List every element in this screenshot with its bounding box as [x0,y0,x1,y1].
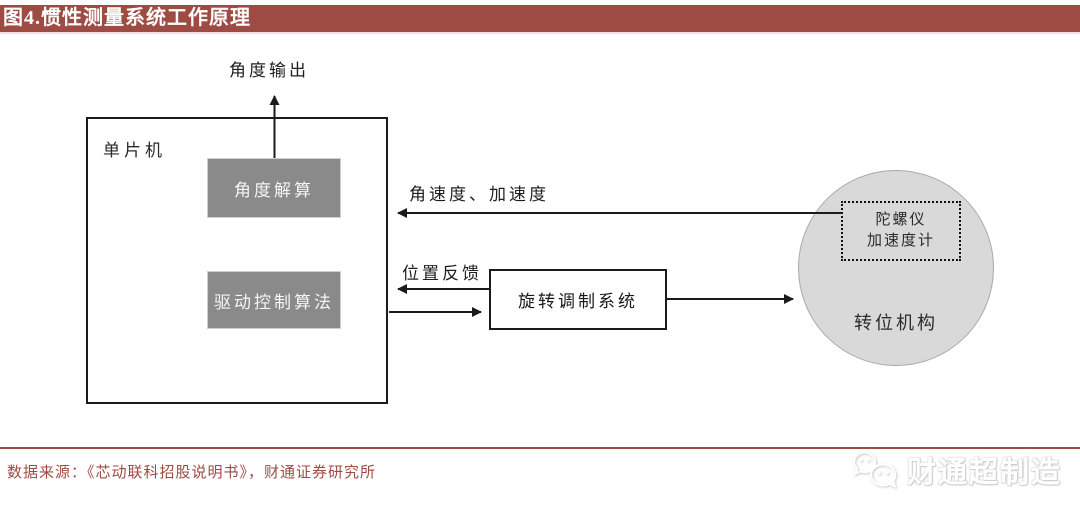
watermark-text: 财通超制造 [907,457,1063,489]
indexing-mechanism-label: 转位机构 [854,313,938,333]
position-feedback-label: 位置反馈 [402,264,482,283]
angular-rate-label: 角速度、加速度 [409,185,549,204]
watermark: 财通超制造 [853,449,1062,491]
angle-solver-box: 角度解算 [207,158,341,218]
mcu-container-box [86,117,388,404]
footer-divider [0,447,1080,449]
rotation-modulation-label: 旋转调制系统 [518,292,638,311]
figure-title: 图4.惯性测量系统工作原理 [3,7,251,29]
data-source-note: 数据来源：《芯动联科招股说明书》，财通证券研究所 [7,465,377,481]
angle-solver-label: 角度解算 [234,180,314,200]
rotation-modulation-box: 旋转调制系统 [489,269,667,330]
wechat-icon [853,451,897,489]
sensor-dashed-box: 陀螺仪 加速度计 [841,201,961,261]
drive-control-label: 驱动控制算法 [214,292,334,312]
drive-control-box: 驱动控制算法 [207,271,341,329]
mcu-label: 单片机 [103,141,166,160]
angle-output-label: 角度输出 [229,61,309,80]
figure-title-bar: 图4.惯性测量系统工作原理 [0,5,1080,34]
indexing-mechanism-circle [798,170,994,366]
gyroscope-label: 陀螺仪 [875,212,927,228]
accelerometer-label: 加速度计 [866,233,935,249]
